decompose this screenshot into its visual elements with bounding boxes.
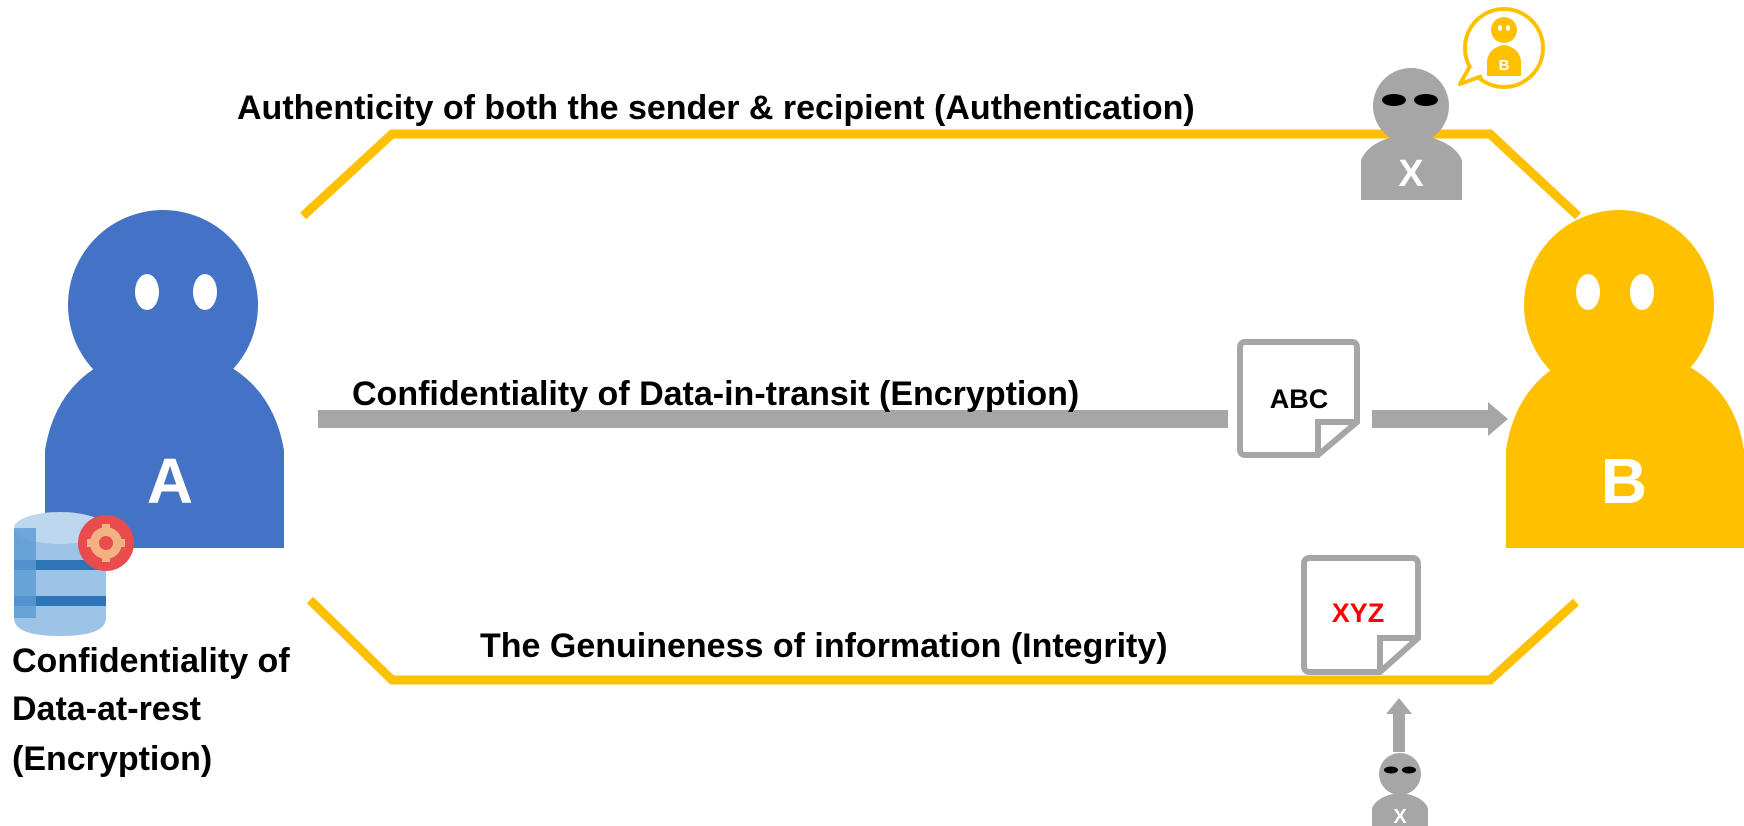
sender-person-icon: A bbox=[45, 210, 284, 548]
integrity-document-text: XYZ bbox=[1332, 598, 1385, 628]
tamper-attacker-person-icon: X bbox=[1372, 753, 1428, 826]
attacker-label: X bbox=[1398, 153, 1424, 195]
tamper-arrowhead bbox=[1386, 698, 1412, 714]
top-channel-line bbox=[299, 129, 1582, 220]
transit-document-text: ABC bbox=[1270, 384, 1329, 414]
data-at-rest-label-line3: (Encryption) bbox=[12, 740, 212, 778]
sender-label: A bbox=[147, 445, 193, 517]
document-icon: ABC bbox=[1237, 339, 1360, 458]
transit-label: Confidentiality of Data-in-transit (Encr… bbox=[352, 375, 1079, 413]
integrity-label: The Genuineness of information (Integrit… bbox=[480, 627, 1168, 665]
recipient-label: B bbox=[1601, 445, 1647, 517]
data-at-rest-label-line2: Data-at-rest bbox=[12, 690, 201, 728]
authentication-label: Authenticity of both the sender & recipi… bbox=[237, 89, 1195, 127]
impersonated-label: B bbox=[1499, 57, 1510, 74]
tamper-attacker-label: X bbox=[1393, 806, 1407, 826]
speech-bubble-icon: B bbox=[1458, 7, 1545, 89]
transit-arrowhead bbox=[1488, 402, 1508, 436]
tampered-document-icon: XYZ bbox=[1301, 555, 1421, 675]
transit-arrow-line-right bbox=[1372, 410, 1490, 428]
attacker-person-icon: X bbox=[1361, 68, 1462, 200]
data-at-rest-label-line1: Confidentiality of bbox=[12, 642, 290, 680]
recipient-person-icon: B bbox=[1506, 210, 1744, 548]
gear-icon bbox=[78, 515, 134, 571]
transit-arrow-line-left bbox=[318, 410, 1228, 428]
tamper-arrow-line bbox=[1393, 712, 1405, 752]
bottom-channel-line bbox=[306, 596, 1580, 685]
